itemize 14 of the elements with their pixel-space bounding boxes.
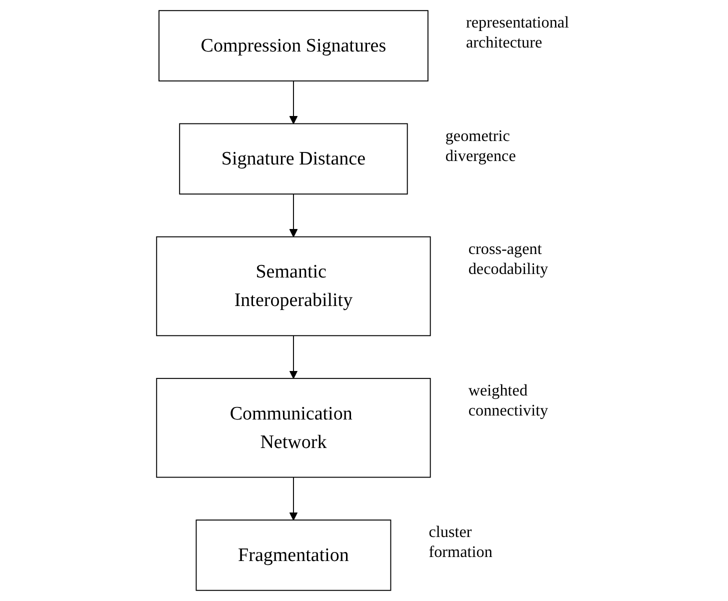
annotation-text: geometric divergence xyxy=(445,128,516,165)
process-box: Signature Distance xyxy=(179,123,408,195)
arrow xyxy=(289,476,298,520)
process-box: Compression Signatures xyxy=(158,10,428,82)
process-box: Communication Network xyxy=(156,378,431,478)
arrow xyxy=(289,194,298,238)
process-box: Semantic Interoperability xyxy=(156,236,431,336)
annotation-text: weighted connectivity xyxy=(468,382,548,420)
arrow xyxy=(289,80,298,124)
arrow xyxy=(289,335,298,379)
process-box: Fragmentation xyxy=(196,520,392,591)
annotation-text: representational architecture xyxy=(466,14,569,52)
annotation-text: cross-agent decodability xyxy=(468,240,548,278)
annotation-text: cluster formation xyxy=(428,524,492,562)
